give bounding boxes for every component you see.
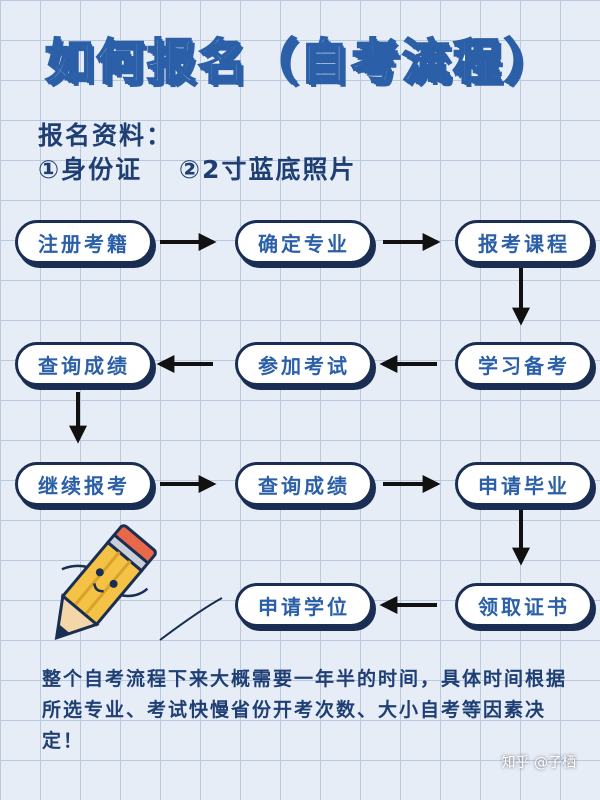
- footer-note: 整个自考流程下来大概需要一年半的时间，具体时间根据所选专业、考试快慢省份开考次数…: [42, 668, 568, 752]
- step-check-score-2: 查询成绩: [235, 462, 373, 506]
- step-enroll-course: 报考课程: [455, 220, 593, 264]
- step-register: 注册考籍: [15, 220, 153, 264]
- step-confirm-major: 确定专业: [235, 220, 373, 264]
- requirements-label: 报名资料：: [38, 121, 174, 150]
- step-study: 学习备考: [455, 342, 593, 386]
- step-continue-enroll: 继续报考: [15, 462, 153, 506]
- step-get-certificate: 领取证书: [455, 583, 593, 627]
- step-check-score-1: 查询成绩: [15, 342, 153, 386]
- page-title: 如何报名（自考流程）: [44, 33, 555, 91]
- step-apply-graduation: 申请毕业: [455, 462, 593, 506]
- requirement-item-id-card: ①身份证: [38, 155, 143, 184]
- pencil-trail: [159, 597, 223, 641]
- watermark: 知乎 @子栖: [501, 755, 576, 771]
- requirement-item-photo: ②2寸蓝底照片: [178, 155, 357, 184]
- pencil-mascot-icon: [54, 524, 157, 641]
- requirements-list: ①身份证 ②2寸蓝底照片: [38, 150, 382, 186]
- step-take-exam: 参加考试: [235, 342, 373, 386]
- step-apply-degree: 申请学位: [235, 583, 373, 627]
